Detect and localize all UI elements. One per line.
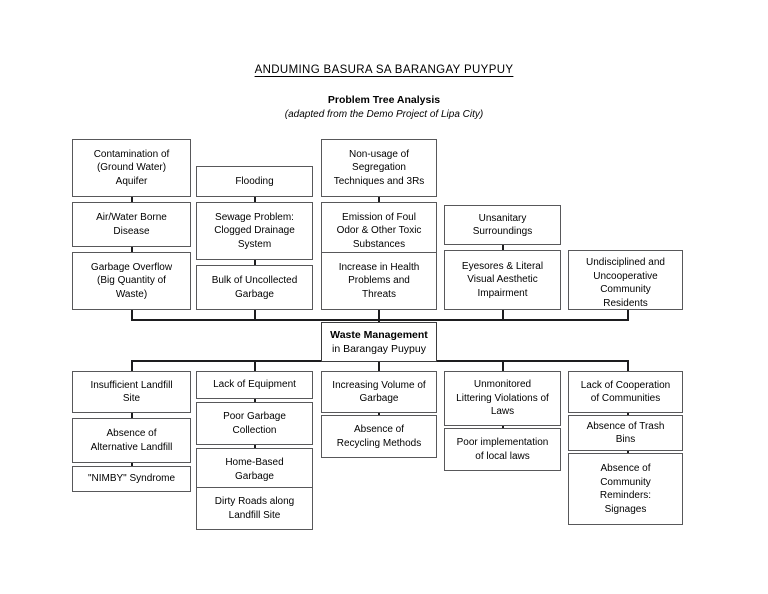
effect-node-emission-foul-odor: Emission of Foul Odor & Other Toxic Subs… — [321, 202, 437, 260]
node-label: Home-Based Garbage — [225, 457, 284, 482]
connector-e1-1-e1-2 — [131, 197, 133, 202]
core-problem-title: Waste Management — [330, 329, 428, 341]
page-title: ANDUMING BASURA SA BARANGAY PUYPUY — [254, 64, 514, 76]
cause-node-absence-trash-bins: Absence of Trash Bins — [568, 415, 683, 451]
effect-bus-stub-col4 — [502, 310, 504, 321]
node-label: Insufficient Landfill Site — [90, 379, 173, 405]
cause-node-poor-implementation-laws: Poor implementation of local laws — [444, 428, 561, 471]
cause-bus-stub-col4 — [502, 360, 504, 371]
node-label: Absence of Community Reminders: Signages — [599, 463, 652, 515]
node-label: Undisciplined and Uncooperative Communit… — [586, 257, 665, 309]
node-label: Eyesores & Literal Visual Aesthetic Impa… — [461, 260, 544, 299]
node-label: Emission of Foul Odor & Other Toxic Subs… — [336, 211, 422, 250]
cause-bus-stub-col1 — [131, 360, 133, 371]
connector-e3-1-e3-2 — [378, 197, 380, 202]
cause-bus-stub-col3 — [378, 360, 380, 371]
connector-e2-2-e2-3 — [254, 260, 256, 265]
effect-bus-stub-col5 — [627, 310, 629, 321]
effect-node-air-water-borne-disease: Air/Water Borne Disease — [72, 202, 191, 247]
node-label: Garbage Overflow (Big Quantity of Waste) — [90, 261, 173, 300]
effect-bus-horizontal — [131, 319, 629, 321]
cause-node-increasing-volume-garbage: Increasing Volume of Garbage — [321, 371, 437, 413]
node-label: Absence of Trash Bins — [586, 420, 665, 446]
cause-node-lack-cooperation-communities: Lack of Cooperation of Communities — [568, 371, 683, 413]
effect-node-unsanitary-surroundings: Unsanitary Surroundings — [444, 205, 561, 245]
node-label: Dirty Roads along Landfill Site — [214, 496, 295, 521]
cause-node-nimby-syndrome: "NIMBY" Syndrome — [72, 466, 191, 492]
node-label: Air/Water Borne Disease — [96, 212, 167, 237]
connector-c1-1-c1-2 — [131, 413, 133, 418]
connector-e1-2-e1-3 — [131, 247, 133, 252]
effect-node-sewage-problem: Sewage Problem: Clogged Drainage System — [196, 202, 313, 260]
effect-node-flooding: Flooding — [196, 166, 313, 197]
effect-node-non-usage-segregation: Non-usage of Segregation Techniques and … — [321, 139, 437, 197]
cause-node-absence-alternative-landfill: Absence of Alternative Landfill — [72, 418, 191, 463]
effect-node-increase-health-problems: Increase in Health Problems and Threats — [321, 252, 437, 310]
core-problem-location: in Barangay Puypuy — [332, 343, 426, 355]
effect-node-garbage-overflow: Garbage Overflow (Big Quantity of Waste) — [72, 252, 191, 310]
node-label: Lack of Cooperation of Communities — [580, 379, 671, 405]
effect-bus-stub-col3 — [378, 310, 380, 321]
node-label: Sewage Problem: Clogged Drainage System — [214, 211, 295, 250]
source-note: (adapted from the Demo Project of Lipa C… — [284, 109, 484, 120]
node-label: Flooding — [235, 175, 274, 187]
document-subtitle: Problem Tree Analysis — [327, 94, 441, 106]
connector-c2-2-c2-3 — [254, 445, 256, 449]
connector-c1-2-c1-3 — [131, 463, 133, 468]
node-label: Contamination of (Ground Water) Aquifer — [93, 148, 170, 187]
effect-bus-stub-col2 — [254, 310, 256, 321]
node-label: "NIMBY" Syndrome — [87, 473, 176, 485]
cause-node-home-based-garbage: Home-Based Garbage — [196, 448, 313, 491]
cause-node-dirty-roads-landfill: Dirty Roads along Landfill Site — [196, 487, 313, 530]
connector-e4-1-e4-2 — [502, 245, 504, 250]
cause-bus-stub-col2 — [254, 360, 256, 371]
effect-node-bulk-uncollected-garbage: Bulk of Uncollected Garbage — [196, 265, 313, 310]
node-label: Unsanitary Surroundings — [472, 212, 533, 238]
node-label: Bulk of Uncollected Garbage — [211, 275, 298, 300]
node-label: Increase in Health Problems and Threats — [338, 261, 420, 300]
connector-e2-1-e2-2 — [254, 197, 256, 202]
node-label: Increasing Volume of Garbage — [332, 379, 426, 405]
cause-bus-stub-col5 — [627, 360, 629, 371]
effect-node-undisciplined-community: Undisciplined and Uncooperative Communit… — [568, 250, 683, 310]
cause-node-lack-of-equipment: Lack of Equipment — [196, 371, 313, 399]
node-label: Absence of Recycling Methods — [336, 424, 422, 449]
effect-node-contamination: Contamination of (Ground Water) Aquifer — [72, 139, 191, 197]
node-label: Poor implementation of local laws — [456, 437, 549, 462]
node-label: Absence of Alternative Landfill — [90, 428, 173, 453]
node-label: Poor Garbage Collection — [223, 411, 286, 436]
cause-node-poor-garbage-collection: Poor Garbage Collection — [196, 402, 313, 445]
node-label: Unmonitored Littering Violations of Laws — [456, 379, 549, 418]
cause-node-absence-community-reminders: Absence of Community Reminders: Signages — [568, 453, 683, 525]
effect-bus-stub-col1 — [131, 310, 133, 321]
effect-node-eyesores-visual-impairment: Eyesores & Literal Visual Aesthetic Impa… — [444, 250, 561, 310]
cause-node-unmonitored-littering-violations: Unmonitored Littering Violations of Laws — [444, 371, 561, 426]
cause-node-absence-recycling-methods: Absence of Recycling Methods — [321, 415, 437, 458]
node-label: Lack of Equipment — [213, 379, 296, 391]
node-label: Non-usage of Segregation Techniques and … — [333, 148, 425, 187]
core-problem-node: Waste Management in Barangay Puypuy — [321, 322, 437, 362]
cause-node-insufficient-landfill-site: Insufficient Landfill Site — [72, 371, 191, 413]
connector-c2-1-c2-2 — [254, 399, 256, 403]
